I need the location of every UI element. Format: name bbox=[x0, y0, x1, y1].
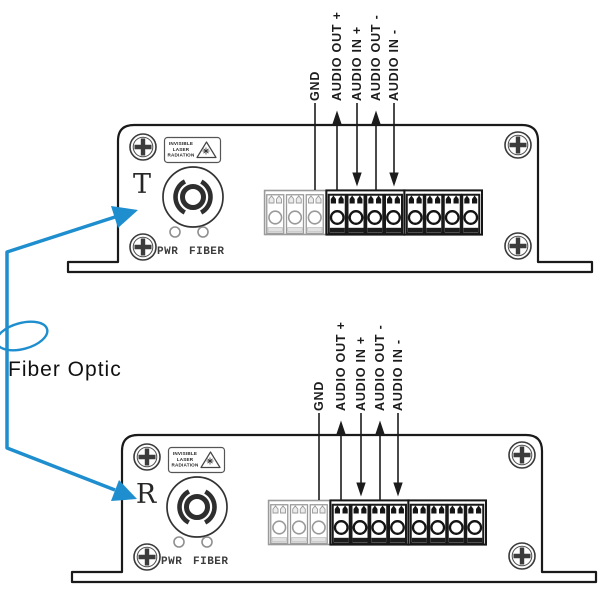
fiber-arrowhead-top bbox=[111, 206, 138, 228]
warning-line-1: INVISIBLE bbox=[173, 451, 197, 456]
signal-label: AUDIO OUT + bbox=[330, 11, 344, 101]
warning-line-3: RADIATION bbox=[168, 152, 195, 157]
device-marking-letter: R bbox=[136, 479, 157, 510]
terminal-block-group-1 bbox=[263, 189, 327, 236]
screw-top-right bbox=[504, 131, 532, 159]
terminal-block-group-2 bbox=[329, 499, 410, 546]
terminal-block-group-3 bbox=[403, 189, 483, 236]
down-arrowhead bbox=[393, 482, 403, 497]
fiber-led-label: FIBER bbox=[189, 246, 225, 258]
transmitter-device: INVISIBLE LASER RADIATION T PWR FIBER bbox=[66, 11, 594, 274]
fiber-coil-loop bbox=[0, 320, 49, 352]
signal-gnd: GND bbox=[312, 381, 326, 500]
screw-top-right bbox=[508, 441, 536, 469]
fiber-led bbox=[197, 226, 209, 238]
terminal-block-group-2 bbox=[325, 189, 406, 236]
fiber-connector-port bbox=[162, 166, 224, 228]
warning-line-2: LASER bbox=[177, 457, 194, 462]
signal-label: AUDIO OUT + bbox=[334, 321, 348, 411]
up-arrowhead bbox=[332, 110, 342, 125]
fiber-connector-port bbox=[166, 476, 228, 538]
down-arrowhead bbox=[389, 172, 399, 187]
up-arrowhead bbox=[371, 110, 381, 125]
signal-label: AUDIO IN + bbox=[354, 336, 368, 411]
signal-audio-out-minus: AUDIO OUT - bbox=[373, 324, 387, 500]
up-arrowhead bbox=[336, 420, 346, 435]
laser-warning-label: INVISIBLE LASER RADIATION bbox=[163, 136, 222, 164]
fiber-led-label: FIBER bbox=[193, 556, 229, 568]
warning-line-2: LASER bbox=[173, 147, 190, 152]
signal-label: AUDIO OUT - bbox=[369, 14, 383, 101]
receiver-device: INVISIBLE LASER RADIATION R PWR FIBER bbox=[70, 321, 598, 584]
signal-audio-out-minus: AUDIO OUT - bbox=[369, 14, 383, 190]
device-marking-letter: T bbox=[133, 169, 151, 200]
screw-top-left bbox=[133, 443, 161, 471]
laser-hazard-icon bbox=[196, 141, 217, 159]
pwr-led-label: PWR bbox=[161, 556, 182, 568]
signal-audio-out-plus: AUDIO OUT + bbox=[330, 11, 344, 190]
screw-top-left bbox=[129, 133, 157, 161]
signal-label: AUDIO OUT - bbox=[373, 324, 387, 411]
screw-bottom-right bbox=[504, 232, 532, 260]
signal-audio-in-plus: AUDIO IN + bbox=[350, 26, 364, 187]
signal-audio-out-plus: AUDIO OUT + bbox=[334, 321, 348, 500]
down-arrowhead bbox=[356, 482, 366, 497]
fiber-optic-link: Fiber Optic bbox=[0, 206, 138, 501]
fiber-cable-path bbox=[5, 215, 116, 492]
pwr-led bbox=[169, 226, 181, 238]
signal-audio-in-minus: AUDIO IN - bbox=[391, 339, 405, 497]
terminal-block-group-3 bbox=[407, 499, 487, 546]
fiber-led bbox=[201, 536, 213, 548]
signal-label: AUDIO IN - bbox=[391, 339, 405, 411]
signal-audio-in-plus: AUDIO IN + bbox=[354, 336, 368, 497]
laser-hazard-icon bbox=[200, 451, 221, 469]
signal-label: AUDIO IN + bbox=[350, 26, 364, 101]
warning-line-1: INVISIBLE bbox=[169, 141, 193, 146]
screw-bottom-right bbox=[508, 542, 536, 570]
warning-line-3: RADIATION bbox=[172, 462, 199, 467]
screw-bottom-left bbox=[133, 543, 161, 571]
terminal-block-group-1 bbox=[267, 499, 331, 546]
pwr-led bbox=[173, 536, 185, 548]
signal-gnd: GND bbox=[308, 71, 322, 190]
laser-warning-label: INVISIBLE LASER RADIATION bbox=[167, 446, 226, 474]
signal-label: GND bbox=[312, 381, 326, 411]
screw-bottom-left bbox=[129, 233, 157, 261]
up-arrowhead bbox=[375, 420, 385, 435]
fiber-arrowhead-bottom bbox=[111, 480, 137, 501]
down-arrowhead bbox=[352, 172, 362, 187]
signal-label: AUDIO IN - bbox=[387, 29, 401, 101]
fiber-optic-label: Fiber Optic bbox=[8, 358, 122, 381]
signal-audio-in-minus: AUDIO IN - bbox=[387, 29, 401, 187]
signal-label: GND bbox=[308, 71, 322, 101]
pwr-led-label: PWR bbox=[157, 246, 178, 258]
